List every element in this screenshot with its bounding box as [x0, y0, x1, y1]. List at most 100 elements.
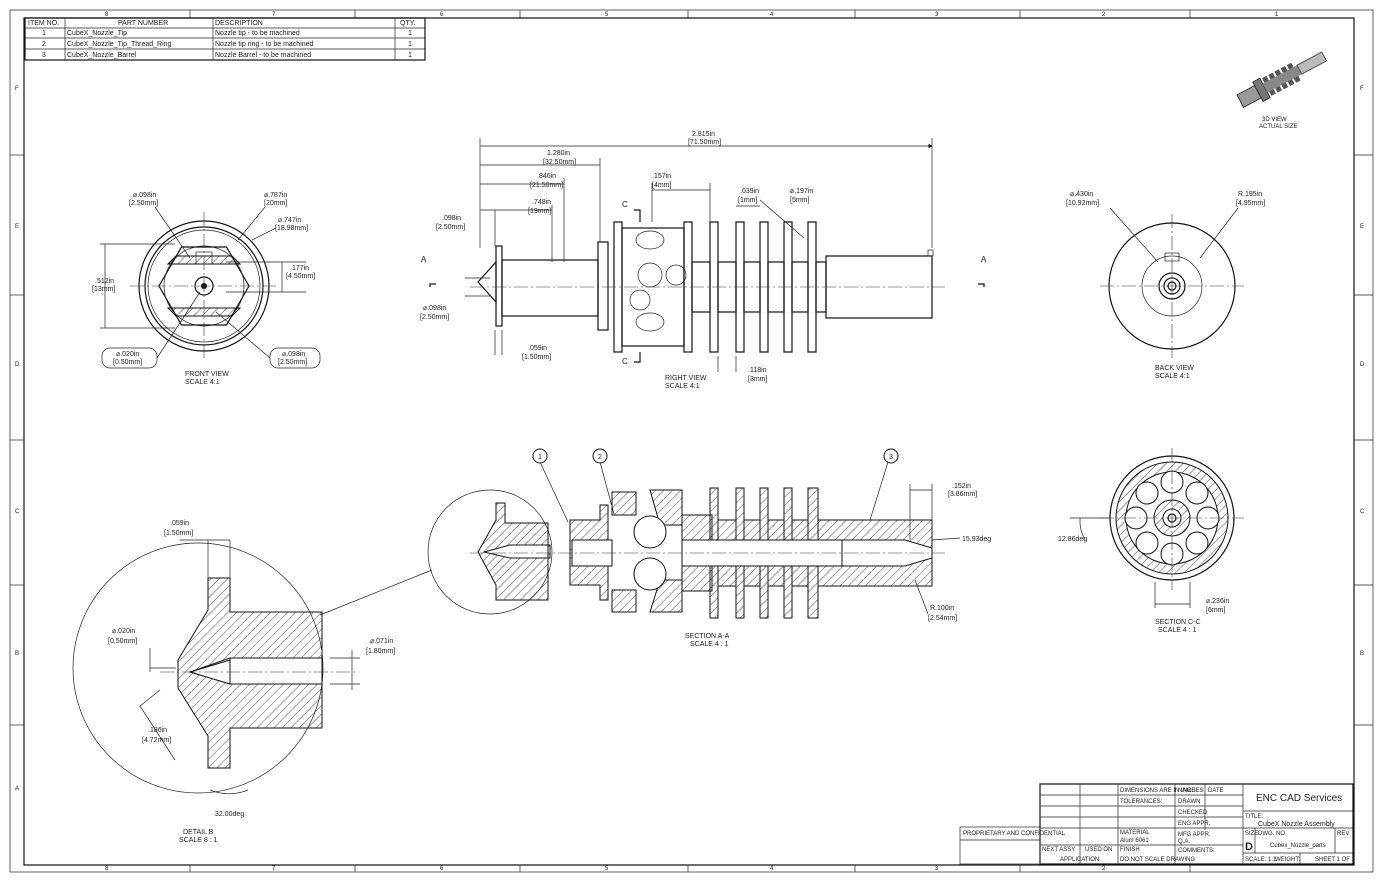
border-num: 8 [105, 866, 109, 872]
proprietary-note: PROPRIETARY AND CONFIDENTIAL [963, 831, 1066, 837]
sheet-number: SHEET 1 OF 1 [1315, 857, 1356, 863]
border-num: 7 [272, 866, 276, 872]
border-letter: E [1360, 224, 1364, 230]
border-letter: C [1360, 509, 1365, 515]
dim-label: ⌀.787in [264, 192, 287, 199]
bom-cell: 1 [408, 52, 412, 59]
section-label: A [981, 255, 987, 264]
dim-label: 1.280in [547, 150, 570, 157]
size-label: SIZE [1245, 831, 1258, 837]
dim-label: ⌀.098in [423, 305, 446, 312]
bom-header: QTY. [400, 20, 415, 27]
bom-cell: 1 [408, 30, 412, 37]
dim-label: .512in [95, 278, 114, 285]
dim-label: [2.50mm] [420, 314, 449, 321]
name-label: NAME [1178, 788, 1195, 794]
back-view-scale: SCALE 4:1 [1155, 373, 1190, 380]
bom-header: PART NUMBER [118, 20, 168, 27]
right-view: 2.815in [71.50mm] 1.280in [32.50mm] .846… [420, 131, 987, 390]
border-letter: B [15, 651, 19, 657]
bom-cell: 1 [42, 30, 46, 37]
border-letter: F [15, 86, 19, 92]
balloon-1: 1 [538, 454, 542, 461]
dim-label: .177in [290, 265, 309, 272]
dim-label: .059in [170, 520, 189, 527]
dim-label: [20mm] [264, 200, 287, 207]
balloon-2: 2 [598, 454, 602, 461]
detail-b-title: DETAIL B [183, 829, 214, 836]
border-num: 8 [105, 12, 109, 18]
dim-label: .152in [952, 483, 971, 490]
dim-label: [4.72mm] [142, 737, 171, 744]
border-num: 6 [440, 866, 444, 872]
dim-label: 15.93deg [962, 536, 991, 543]
front-view: ⌀.098in [2.50mm] ⌀.787in [20mm] ⌀.747in … [92, 192, 321, 386]
dim-label: [2.50mm] [278, 359, 307, 366]
bom-cell: CubeX_Nozzle_Tip_Thread_Ring [67, 41, 172, 48]
bom-cell: Nozzle tip - to be machined [215, 30, 300, 37]
dim-label: ⌀.071in [370, 638, 393, 645]
mfg-appr-label: MFG APPR. [1178, 832, 1211, 838]
dim-label: .118in [748, 367, 767, 374]
dim-label: [10.92mm] [1066, 200, 1099, 207]
dim-label: [2.50mm] [436, 224, 465, 231]
border-letter: C [15, 509, 20, 515]
used-on-label: USED ON [1085, 847, 1112, 853]
weight-label: WEIGHT: [1275, 857, 1300, 863]
sheet-border: 8 7 6 5 4 3 2 1 8 7 6 5 4 3 2 F E D C B … [9, 9, 1374, 873]
section-label: C [622, 200, 628, 209]
company-name: ENC CAD Services [1256, 793, 1342, 804]
dim-label: ⌀.098in [133, 192, 156, 199]
balloon-3: 3 [889, 454, 893, 461]
dim-label: [3mm] [748, 376, 768, 383]
bom-cell: CubeX_Nozzle_Barrel [67, 52, 137, 59]
section-aa: 1 2 3 .152in [3.86mm] 15.93deg R.100in [… [319, 448, 991, 648]
dim-label: ⌀.020in [112, 628, 135, 635]
border-num: 1 [1275, 12, 1279, 18]
units-note: DIMENSIONS ARE IN INCHES [1120, 788, 1204, 794]
border-num: 3 [935, 12, 939, 18]
iso-view: 3D VIEW ACTUAL SIZE [1236, 51, 1328, 130]
scale-value: SCALE: 1:1 [1245, 857, 1277, 863]
bom-cell: CubeX_Nozzle_Tip [67, 30, 127, 37]
border-num: 2 [1102, 12, 1106, 18]
do-not-scale-note: DO NOT SCALE DRAWING [1120, 857, 1195, 863]
sheet-size: D [1245, 841, 1253, 853]
bom-header: DESCRIPTION [215, 20, 263, 27]
dim-label: [5mm] [790, 197, 810, 204]
eng-appr-label: ENG APPR. [1178, 821, 1211, 827]
title-label: TITLE: [1245, 814, 1263, 820]
border-letter: D [1360, 362, 1365, 368]
dim-label: [0.50mm] [113, 359, 142, 366]
section-cc-scale: SCALE 4 : 1 [1158, 627, 1197, 634]
border-num: 5 [605, 866, 609, 872]
bom-cell: Nozzle Barrel - to be machined [215, 52, 311, 59]
dim-label: .186in [148, 727, 167, 734]
finish-label: FINISH [1120, 847, 1140, 853]
detail-b-scale: SCALE 8 : 1 [179, 837, 218, 844]
dim-label: [0.50mm] [108, 638, 137, 645]
dim-label: [13mm] [92, 286, 115, 293]
iso-view-subtitle: ACTUAL SIZE [1259, 124, 1297, 130]
border-letter: B [1360, 651, 1364, 657]
dim-label: [18.98mm] [275, 225, 308, 232]
dim-label: ⌀.197in [790, 188, 813, 195]
dim-label: [2.54mm] [928, 615, 957, 622]
dim-label: [1mm] [738, 197, 758, 204]
dim-label: ⌀.430in [1070, 191, 1093, 198]
border-num: 6 [440, 12, 444, 18]
border-letter: D [15, 362, 20, 368]
drawing-title: CubeX Nozzle Assembly [1258, 821, 1335, 828]
dim-label: .098in [442, 215, 461, 222]
dim-label: [2.50mm] [129, 200, 158, 207]
material-value: Alum 6061 [1120, 838, 1149, 844]
iso-view-title: 3D VIEW [1262, 117, 1287, 123]
back-view-title: BACK VIEW [1155, 365, 1194, 372]
application-label: APPLICATION [1060, 857, 1099, 863]
dim-label: [1.80mm] [366, 648, 395, 655]
dim-label: 12.86deg [1058, 536, 1087, 543]
tolerances-note: TOLERANCES: [1120, 799, 1163, 805]
next-assy-label: NEXT ASSY [1042, 847, 1075, 853]
dim-label: [4mm] [652, 182, 672, 189]
